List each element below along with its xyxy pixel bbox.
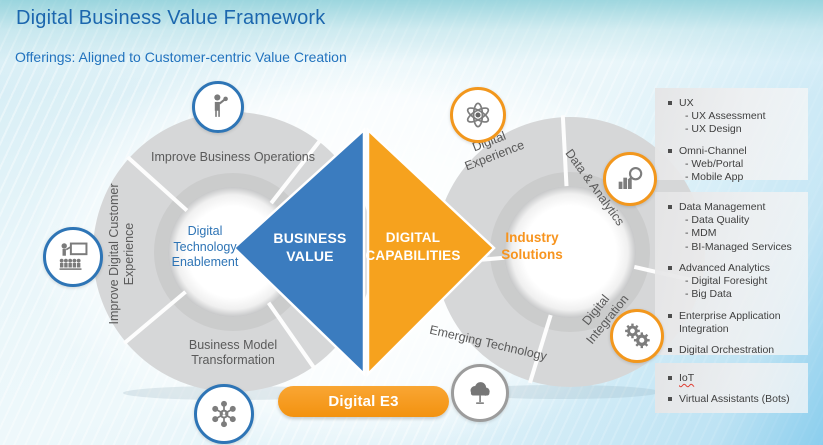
bar-chart-magnifier-icon	[603, 152, 657, 206]
business-value-triangle	[232, 127, 366, 377]
offering-subitem: - MDM	[685, 227, 717, 240]
offering-title: UX	[679, 97, 694, 109]
gears-icon	[610, 309, 664, 363]
left-ring-gaps	[122, 138, 322, 370]
offering-title: Omni-Channel	[679, 144, 747, 157]
left-ring-left-label: Improve Digital Customer Experience	[106, 183, 136, 325]
bullet-square	[668, 313, 672, 318]
offering-title: Advanced Analytics	[679, 261, 771, 274]
right-ring-center-label: Industry Solutions	[501, 230, 563, 262]
offering-subitem: - Mobile App	[685, 171, 744, 184]
offering-subitem: - Digital Foresight	[685, 275, 768, 288]
cloud-tree-icon	[451, 364, 509, 422]
offering-group-iot: IoT	[667, 372, 802, 385]
left-ring-top-label: Improve Business Operations	[151, 150, 315, 164]
atom-icon	[450, 87, 506, 143]
digital-e3-badge: Digital E3	[278, 386, 449, 417]
offering-subitem: - Web/Portal	[685, 157, 744, 170]
page-subtitle: Offerings: Aligned to Customer-centric V…	[15, 49, 347, 65]
offering-subitem: - UX Assessment	[685, 110, 766, 123]
person-presenter-icon	[192, 81, 244, 133]
offering-group-digital-orchestration: Digital Orchestration	[667, 344, 802, 357]
offering-title: Digital Orchestration	[679, 343, 775, 356]
offering-subitem: - Big Data	[685, 288, 732, 301]
offering-group-enterprise-application-integration: Enterprise Application Integration	[667, 310, 802, 336]
offering-subitem: - Data Quality	[685, 214, 750, 227]
offerings-panel-data-integration: Data Management - Data Quality - MDM - B…	[655, 192, 808, 357]
left-ring-bottom-label: Business Model Transformation	[188, 338, 278, 368]
offering-group-omni-channel: Omni-Channel - Web/Portal - Mobile App	[667, 145, 802, 185]
digital-capabilities-label: DIGITAL CAPABILITIES	[365, 230, 461, 263]
offering-subitem: - BI-Managed Services	[685, 240, 792, 253]
bullet-square	[668, 148, 672, 153]
offering-group-advanced-analytics: Advanced Analytics - Digital Foresight -…	[667, 262, 802, 302]
offerings-panel-emerging: IoT Virtual Assistants (Bots)	[655, 363, 808, 413]
offering-title: IoT	[679, 372, 695, 384]
offering-title: Data Management	[679, 201, 766, 213]
bullet-square	[668, 205, 672, 209]
left-ring-center-label: Digital Technology Enablement	[171, 224, 239, 270]
offering-title: Enterprise Application Integration	[679, 309, 781, 335]
bullet-square	[668, 376, 672, 380]
offering-group-ux: UX - UX Assessment - UX Design	[667, 97, 802, 137]
digital-capabilities-triangle	[366, 127, 496, 378]
page-title: Digital Business Value Framework	[16, 7, 326, 29]
bullet-square	[668, 347, 672, 352]
right-ring-shadow	[460, 385, 660, 399]
offerings-panel-experience: UX - UX Assessment - UX Design Omni-Chan…	[655, 88, 808, 183]
offering-subitem: - UX Design	[685, 123, 742, 136]
offering-group-data-management: Data Management - Data Quality - MDM - B…	[667, 201, 802, 254]
training-presentation-icon	[43, 227, 103, 287]
offering-title: Virtual Assistants (Bots)	[679, 393, 790, 406]
offering-group-virtual-assistants: Virtual Assistants (Bots)	[667, 393, 802, 406]
business-value-label: BUSINESS VALUE	[273, 230, 347, 265]
connected-network-icon	[194, 384, 254, 444]
bullet-square	[668, 101, 672, 105]
bullet-square	[668, 397, 672, 402]
bullet-square	[668, 265, 672, 270]
